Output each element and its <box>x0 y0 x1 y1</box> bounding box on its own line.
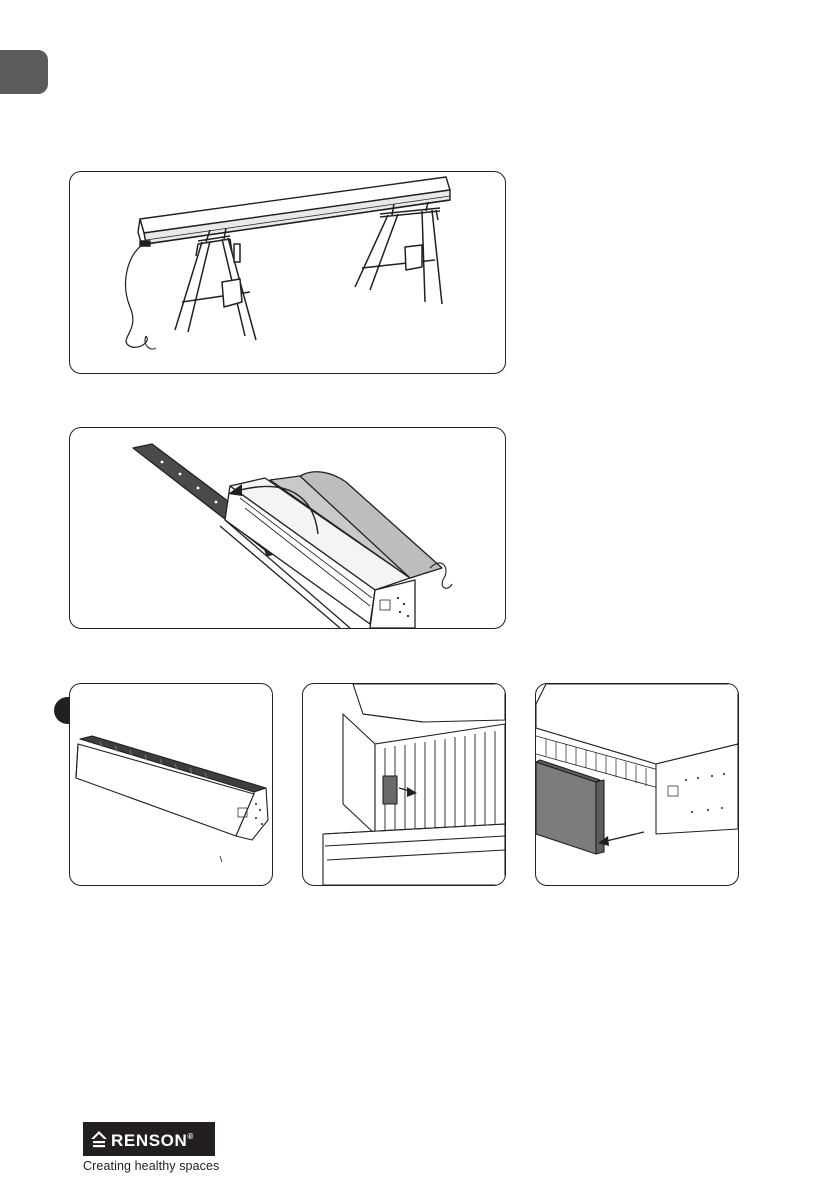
renson-logo: RENSON® <box>83 1122 215 1156</box>
illustration-remove-grille <box>69 427 506 629</box>
section-tab <box>0 50 48 94</box>
illustration-detail-front-panel <box>535 683 739 886</box>
illustration-unit-on-trestles <box>69 171 506 374</box>
illustration-detail-clip <box>302 683 506 886</box>
registered-mark: ® <box>187 1132 194 1141</box>
illustration-unit-with-cover <box>69 683 273 886</box>
brand-name: RENSON <box>111 1131 187 1150</box>
brand-tagline: Creating healthy spaces <box>83 1159 219 1173</box>
svg-text:RENSON®: RENSON® <box>111 1131 194 1150</box>
